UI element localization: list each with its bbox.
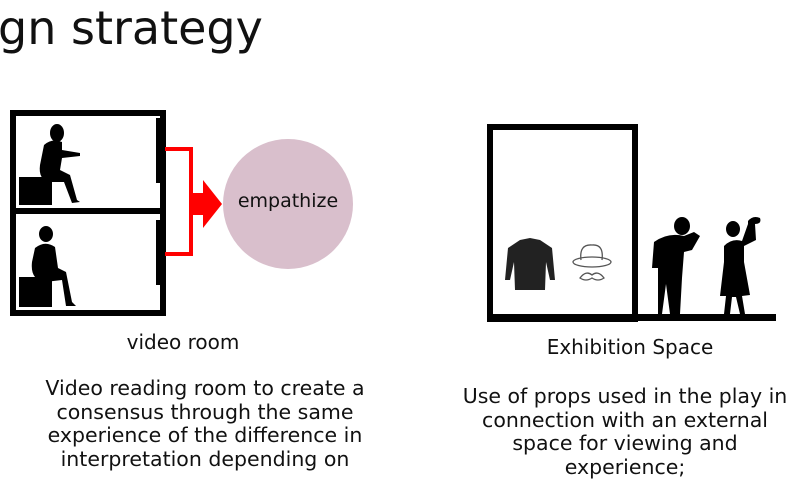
empathize-bubble [223,139,353,269]
exhibition-space-diagram [487,124,776,322]
merge-arrow [165,147,222,256]
exhibition-space-caption: Exhibition Space [546,335,714,359]
exhibition-space-description: Use of props used in the play in connect… [462,384,788,479]
exhibition-room [487,124,638,322]
seated-person-icon [19,124,80,205]
video-room-description: Video reading room to create a consensus… [45,376,365,471]
page-title: gn strategy [0,1,263,55]
man-silhouette-icon [652,217,700,314]
seated-person-icon [19,226,76,307]
screen-lower [156,220,162,285]
jacket-icon [505,238,555,290]
floor-line [487,314,776,321]
empathize-label: empathize [237,190,339,212]
hat-mustache-icon [572,244,612,281]
video-room-diagram [10,110,166,316]
video-room-caption: video room [126,330,240,354]
lower-room [10,208,166,316]
screen-upper [156,118,162,183]
woman-silhouette-icon [720,217,761,314]
